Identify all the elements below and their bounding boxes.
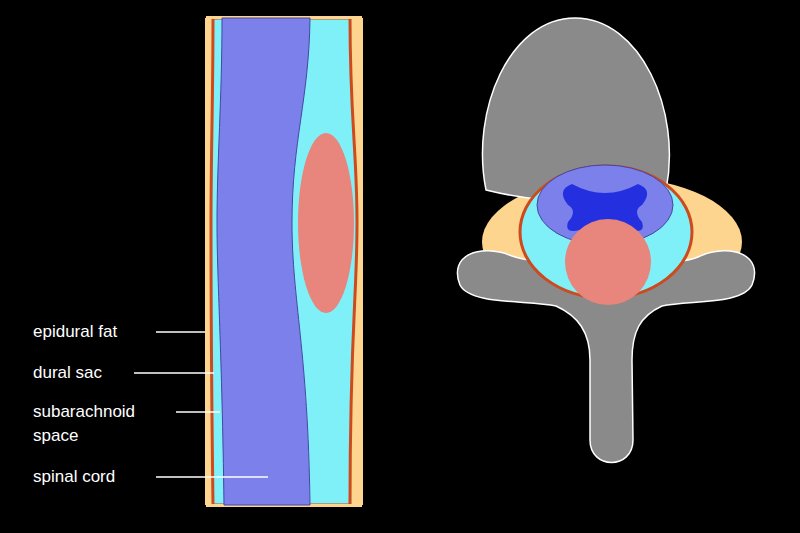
part-label: subarachnoid space	[33, 400, 141, 448]
part-label: epidural fat	[33, 320, 163, 344]
lesion	[565, 219, 651, 305]
leader-line	[134, 372, 214, 374]
part-label: spinal cord	[33, 465, 163, 489]
leader-line	[156, 476, 268, 478]
epidural-fat-band	[205, 18, 363, 505]
part-label: dural sac	[33, 361, 143, 385]
dural-sac	[211, 18, 357, 505]
leader-line	[176, 411, 220, 413]
axial-section	[457, 18, 754, 463]
longitudinal-section	[205, 16, 363, 507]
leader-lines	[134, 332, 268, 477]
spinal-cord	[217, 18, 310, 505]
lesion	[298, 133, 354, 313]
leader-line	[156, 331, 205, 333]
